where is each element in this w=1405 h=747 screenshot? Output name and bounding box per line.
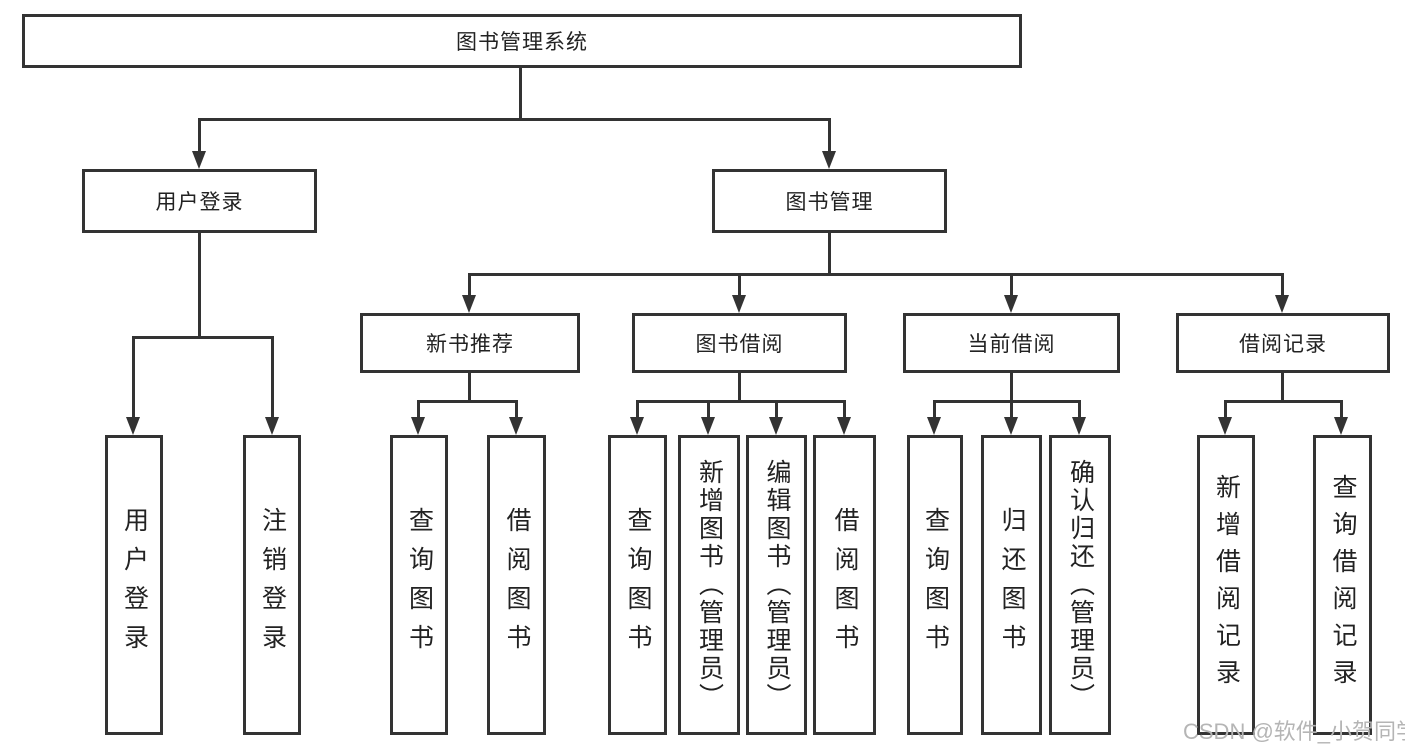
leaf-edit-book-admin: 编辑图书（管理员） [746, 435, 807, 735]
arrowhead-down-icon [732, 295, 746, 313]
arrowhead-down-icon [822, 151, 836, 169]
leaf-query-book-2: 查询图书 [608, 435, 667, 735]
leaf-add-borrow-record-label: 新增借阅记录 [1212, 474, 1241, 696]
node-current-borrow-label: 当前借阅 [967, 333, 1056, 356]
connector-vertical [468, 273, 471, 295]
arrowhead-down-icon [192, 151, 206, 169]
leaf-add-borrow-record: 新增借阅记录 [1197, 435, 1255, 735]
arrowhead-down-icon [265, 417, 279, 435]
leaf-edit-book-admin-label: 编辑图书（管理员） [763, 459, 791, 711]
leaf-query-borrow-record: 查询借阅记录 [1313, 435, 1372, 735]
arrowhead-down-icon [630, 417, 644, 435]
connector-vertical [515, 400, 518, 417]
node-book-borrow-label: 图书借阅 [695, 333, 784, 356]
leaf-borrow-book-2: 借阅图书 [813, 435, 876, 735]
leaf-confirm-return-admin-label: 确认归还（管理员） [1066, 459, 1095, 711]
connector-vertical [271, 336, 274, 417]
arrowhead-down-icon [509, 417, 523, 435]
connector-vertical [707, 400, 710, 417]
connector-vertical [738, 373, 741, 400]
arrowhead-down-icon [1004, 417, 1018, 435]
node-current-borrow: 当前借阅 [903, 313, 1120, 373]
connector-horizontal [417, 400, 518, 403]
leaf-borrow-book-1-label: 借阅图书 [503, 507, 531, 663]
connector-horizontal [933, 400, 1080, 403]
leaf-query-book-2-label: 查询图书 [624, 507, 652, 663]
arrowhead-down-icon [769, 417, 783, 435]
leaf-user-login: 用户登录 [105, 435, 163, 735]
leaf-borrow-book-1: 借阅图书 [487, 435, 546, 735]
connector-horizontal [636, 400, 846, 403]
connector-vertical [933, 400, 936, 417]
leaf-confirm-return-admin: 确认归还（管理员） [1049, 435, 1111, 735]
node-root: 图书管理系统 [22, 14, 1022, 68]
connector-vertical [775, 400, 778, 417]
node-book-management-label: 图书管理 [785, 191, 874, 214]
node-borrow-records-label: 借阅记录 [1239, 333, 1327, 356]
leaf-query-book-3-label: 查询图书 [921, 507, 950, 663]
arrowhead-down-icon [701, 417, 715, 435]
leaf-query-book-1-label: 查询图书 [405, 507, 434, 663]
connector-vertical [417, 400, 420, 417]
leaf-borrow-book-2-label: 借阅图书 [831, 507, 859, 663]
connector-vertical [828, 118, 831, 154]
arrowhead-down-icon [1275, 295, 1289, 313]
connector-horizontal [132, 336, 274, 339]
connector-vertical [1340, 400, 1343, 417]
connector-vertical [468, 373, 471, 400]
connector-vertical [636, 400, 639, 417]
leaf-query-borrow-record-label: 查询借阅记录 [1329, 474, 1357, 696]
arrowhead-down-icon [411, 417, 425, 435]
arrowhead-down-icon [837, 417, 851, 435]
leaf-return-book-label: 归还图书 [998, 507, 1026, 663]
connector-vertical [132, 336, 135, 417]
arrowhead-down-icon [126, 417, 140, 435]
leaf-query-book-3: 查询图书 [907, 435, 963, 735]
connector-horizontal [1224, 400, 1343, 403]
leaf-return-book: 归还图书 [981, 435, 1042, 735]
connector-vertical [738, 273, 741, 295]
arrowhead-down-icon [462, 295, 476, 313]
leaf-logout-label: 注销登录 [258, 507, 287, 663]
arrowhead-down-icon [1218, 417, 1232, 435]
connector-vertical [843, 400, 846, 417]
leaf-logout: 注销登录 [243, 435, 301, 735]
connector-vertical [1224, 400, 1227, 417]
node-book-management: 图书管理 [712, 169, 947, 233]
connector-vertical [1078, 400, 1081, 417]
connector-vertical [198, 118, 201, 154]
node-new-book-recommend-label: 新书推荐 [426, 333, 514, 356]
connector-vertical [198, 233, 201, 336]
arrowhead-down-icon [1072, 417, 1086, 435]
node-borrow-records: 借阅记录 [1176, 313, 1390, 373]
connector-vertical [1010, 373, 1013, 400]
node-root-label: 图书管理系统 [456, 31, 588, 54]
connector-vertical [1010, 400, 1013, 417]
node-user-login-label: 用户登录 [155, 191, 244, 214]
leaf-query-book-1: 查询图书 [390, 435, 448, 735]
node-user-login: 用户登录 [82, 169, 317, 233]
arrowhead-down-icon [1004, 295, 1018, 313]
leaf-user-login-label: 用户登录 [120, 507, 149, 663]
connector-vertical [519, 68, 522, 118]
connector-vertical [1281, 273, 1284, 295]
csdn-watermark: CSDN @软件_小贺同学 [1183, 719, 1405, 744]
arrowhead-down-icon [927, 417, 941, 435]
node-new-book-recommend: 新书推荐 [360, 313, 580, 373]
node-book-borrow: 图书借阅 [632, 313, 847, 373]
connector-horizontal [468, 273, 1283, 276]
leaf-add-book-admin: 新增图书（管理员） [678, 435, 740, 735]
leaf-add-book-admin-label: 新增图书（管理员） [695, 459, 724, 711]
arrowhead-down-icon [1334, 417, 1348, 435]
connector-vertical [828, 233, 831, 273]
connector-vertical [1010, 273, 1013, 295]
connector-horizontal [198, 118, 831, 121]
connector-vertical [1281, 373, 1284, 400]
